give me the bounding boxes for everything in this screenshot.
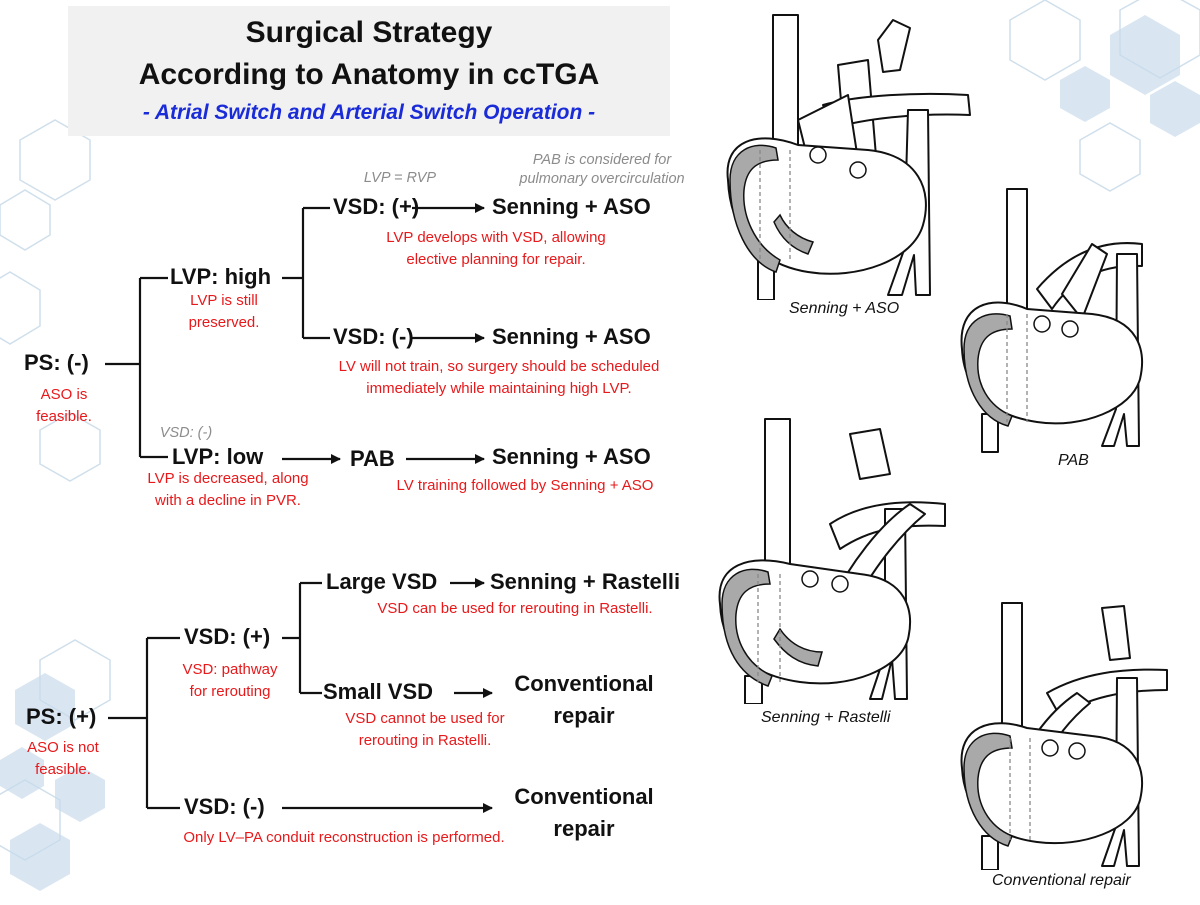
node-ps-positive: PS: (+) bbox=[26, 704, 97, 729]
caption-senning-rastelli: Senning + Rastelli bbox=[761, 709, 891, 726]
node-senning-aso-1: Senning + ASO bbox=[492, 194, 651, 219]
note-lvp-develops: LVP develops with VSD, allowing elective… bbox=[356, 227, 636, 271]
node-lvp-low: LVP: low bbox=[172, 444, 264, 469]
note-lv-training: LV training followed by Senning + ASO bbox=[396, 477, 654, 494]
node-vsd-negative-2: VSD: (-) bbox=[184, 794, 265, 819]
note-conduit: Only LV–PA conduit reconstruction is per… bbox=[183, 829, 505, 846]
node-conventional-repair-2: Conventional repair bbox=[502, 781, 666, 845]
heart-illustration-senning-aso bbox=[726, 14, 971, 300]
node-conventional-repair-2-line1: Conventional bbox=[514, 784, 654, 809]
caption-senning-aso: Senning + ASO bbox=[789, 300, 900, 317]
gray-note-vsd-negative: VSD: (-) bbox=[159, 425, 213, 441]
subtitle: - Atrial Switch and Arterial Switch Oper… bbox=[142, 101, 596, 124]
note-line: VSD: pathway bbox=[182, 661, 278, 678]
node-conventional-repair-1-line1: Conventional bbox=[514, 671, 654, 696]
note-line: preserved. bbox=[188, 314, 260, 331]
node-senning-aso-3: Senning + ASO bbox=[492, 444, 651, 469]
note-line: LVP is decreased, along bbox=[147, 470, 309, 487]
note-vsd-pathway: VSD: pathway for rerouting bbox=[172, 659, 288, 703]
note-line: VSD cannot be used for bbox=[345, 710, 505, 727]
note-lv-not-train: LV will not train, so surgery should be … bbox=[300, 356, 698, 400]
gray-note-lvp-rvp: LVP = RVP bbox=[363, 170, 437, 186]
note-line: feasible. bbox=[36, 408, 92, 425]
note-line: pulmonary overcirculation bbox=[519, 171, 685, 187]
caption-pab: PAB bbox=[1058, 452, 1089, 469]
note-line: ASO is not bbox=[27, 739, 99, 756]
node-small-vsd: Small VSD bbox=[323, 679, 434, 704]
node-vsd-positive-2: VSD: (+) bbox=[184, 624, 271, 649]
node-conventional-repair-2-line2: repair bbox=[553, 816, 615, 841]
note-line: LV will not train, so surgery should be … bbox=[338, 358, 660, 375]
note-lvp-decreased: LVP is decreased, along with a decline i… bbox=[128, 468, 328, 512]
node-vsd-positive-1: VSD: (+) bbox=[333, 194, 420, 219]
gray-note-pab-considered: PAB is considered for pulmonary overcirc… bbox=[494, 151, 710, 189]
note-line: LVP develops with VSD, allowing bbox=[386, 229, 606, 246]
node-lvp-high: LVP: high bbox=[170, 264, 272, 289]
heart-illustration-senning-rastelli bbox=[718, 418, 946, 704]
note-line: immediately while maintaining high LVP. bbox=[366, 380, 632, 397]
note-line: PAB is considered for bbox=[532, 152, 672, 168]
node-vsd-negative-1: VSD: (-) bbox=[333, 324, 414, 349]
note-line: elective planning for repair. bbox=[406, 251, 586, 268]
note-vsd-cannot: VSD cannot be used for rerouting in Rast… bbox=[328, 708, 522, 752]
note-line: with a decline in PVR. bbox=[155, 492, 301, 509]
heart-illustration-pab bbox=[960, 188, 1144, 453]
note-lvp-preserved: LVP is still preserved. bbox=[172, 290, 276, 334]
node-conventional-repair-1: Conventional repair bbox=[502, 668, 666, 732]
title-box bbox=[68, 6, 670, 136]
heart-illustration-conventional-repair bbox=[960, 602, 1168, 870]
node-senning-aso-2: Senning + ASO bbox=[492, 324, 651, 349]
caption-conventional-repair: Conventional repair bbox=[992, 872, 1131, 889]
note-line: ASO is bbox=[40, 386, 88, 403]
note-line: for rerouting bbox=[189, 683, 271, 700]
node-pab: PAB bbox=[350, 446, 395, 471]
title-line2: According to Anatomy in ccTGA bbox=[138, 58, 600, 91]
node-ps-negative: PS: (-) bbox=[24, 350, 89, 375]
note-aso-not-feasible: ASO is not feasible. bbox=[16, 737, 110, 781]
note-line: rerouting in Rastelli. bbox=[358, 732, 492, 749]
note-aso-feasible: ASO is feasible. bbox=[18, 384, 110, 428]
node-large-vsd: Large VSD bbox=[326, 569, 438, 594]
note-vsd-rerouting: VSD can be used for rerouting in Rastell… bbox=[377, 600, 653, 617]
note-line: LVP is still bbox=[190, 292, 258, 309]
node-senning-rastelli: Senning + Rastelli bbox=[490, 569, 681, 594]
note-line: feasible. bbox=[35, 761, 91, 778]
node-conventional-repair-1-line2: repair bbox=[553, 703, 615, 728]
title-line1: Surgical Strategy bbox=[245, 16, 493, 49]
